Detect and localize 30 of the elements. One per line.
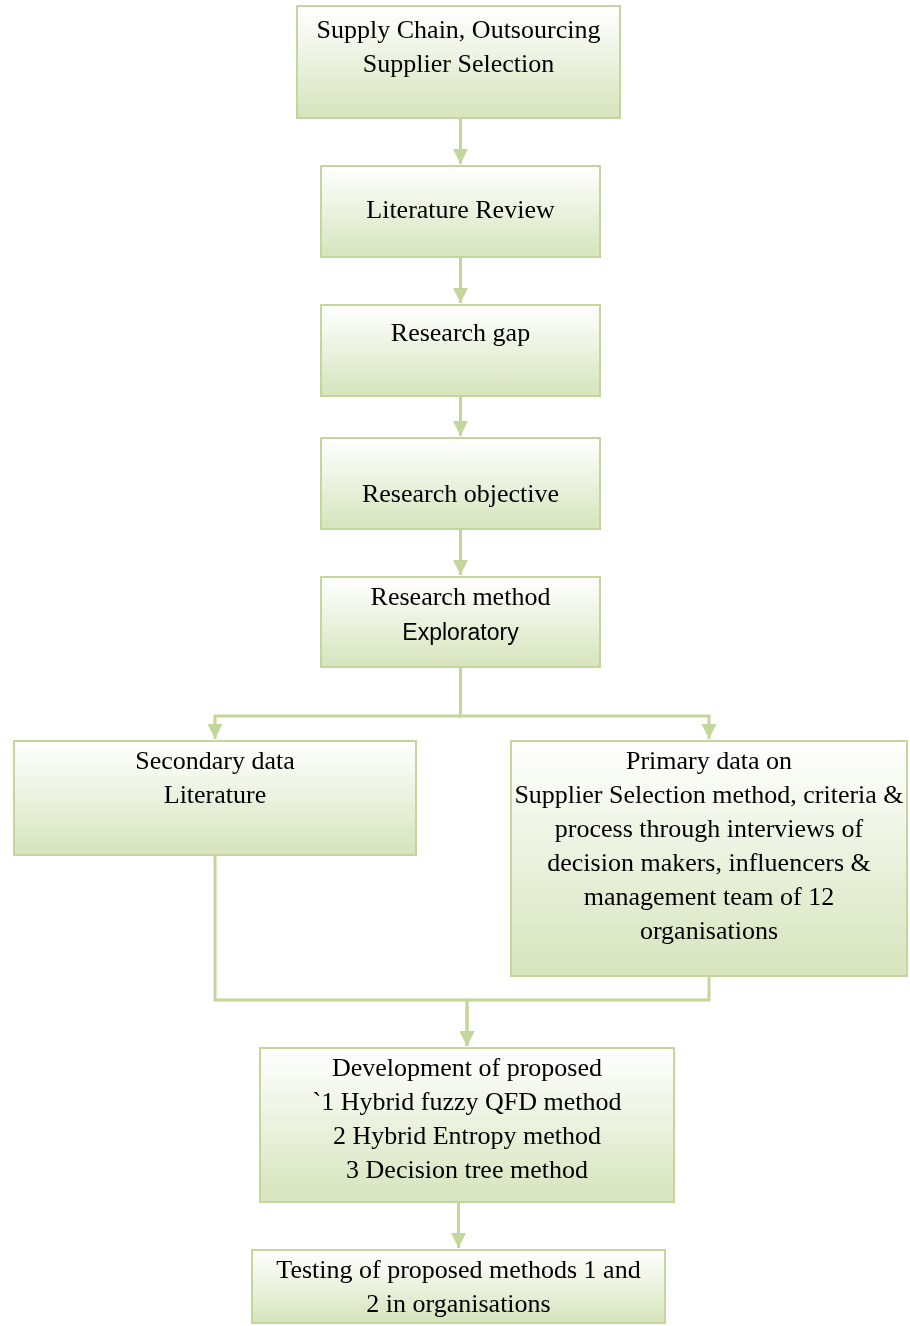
box-text: Primary data on [625, 745, 793, 777]
arrow [453, 258, 468, 303]
box-text: Research method [370, 581, 551, 613]
process-box [320, 165, 601, 258]
box-text: Exploratory [402, 618, 519, 647]
box-text: Secondary data Literature [134, 745, 296, 811]
process-box [259, 1047, 675, 1203]
arrow [453, 397, 468, 436]
box-text: Literature Review [366, 194, 555, 226]
process-box [320, 304, 601, 397]
process-box [320, 576, 601, 668]
arrow [451, 1203, 466, 1248]
box-text: Testing of proposed methods 1 and 2 in organisations [275, 1254, 642, 1320]
box-text: Supply Chain, Outsourcing Supplier Selection [315, 14, 602, 80]
process-box [251, 1249, 666, 1324]
box-text: `1 Hybrid fuzzy QFD method [312, 1086, 622, 1118]
box-text: Research objective [361, 478, 560, 510]
arrow [453, 119, 468, 164]
process-box [296, 5, 621, 119]
process-box [13, 740, 417, 856]
box-text: Development of proposed [331, 1052, 602, 1084]
arrow [453, 530, 468, 575]
process-box [510, 740, 908, 977]
box-text: 2 Hybrid Entropy method [333, 1120, 601, 1152]
box-text: Research gap [390, 317, 531, 349]
process-box [320, 437, 601, 530]
arrow [459, 668, 717, 739]
box-text: Supplier Selection method, criteria & process through interviews of decision makers, influencers & management team of 12 organisations [513, 779, 905, 947]
box-text: 3 Decision tree method [346, 1154, 588, 1186]
arrow [459, 977, 711, 1046]
